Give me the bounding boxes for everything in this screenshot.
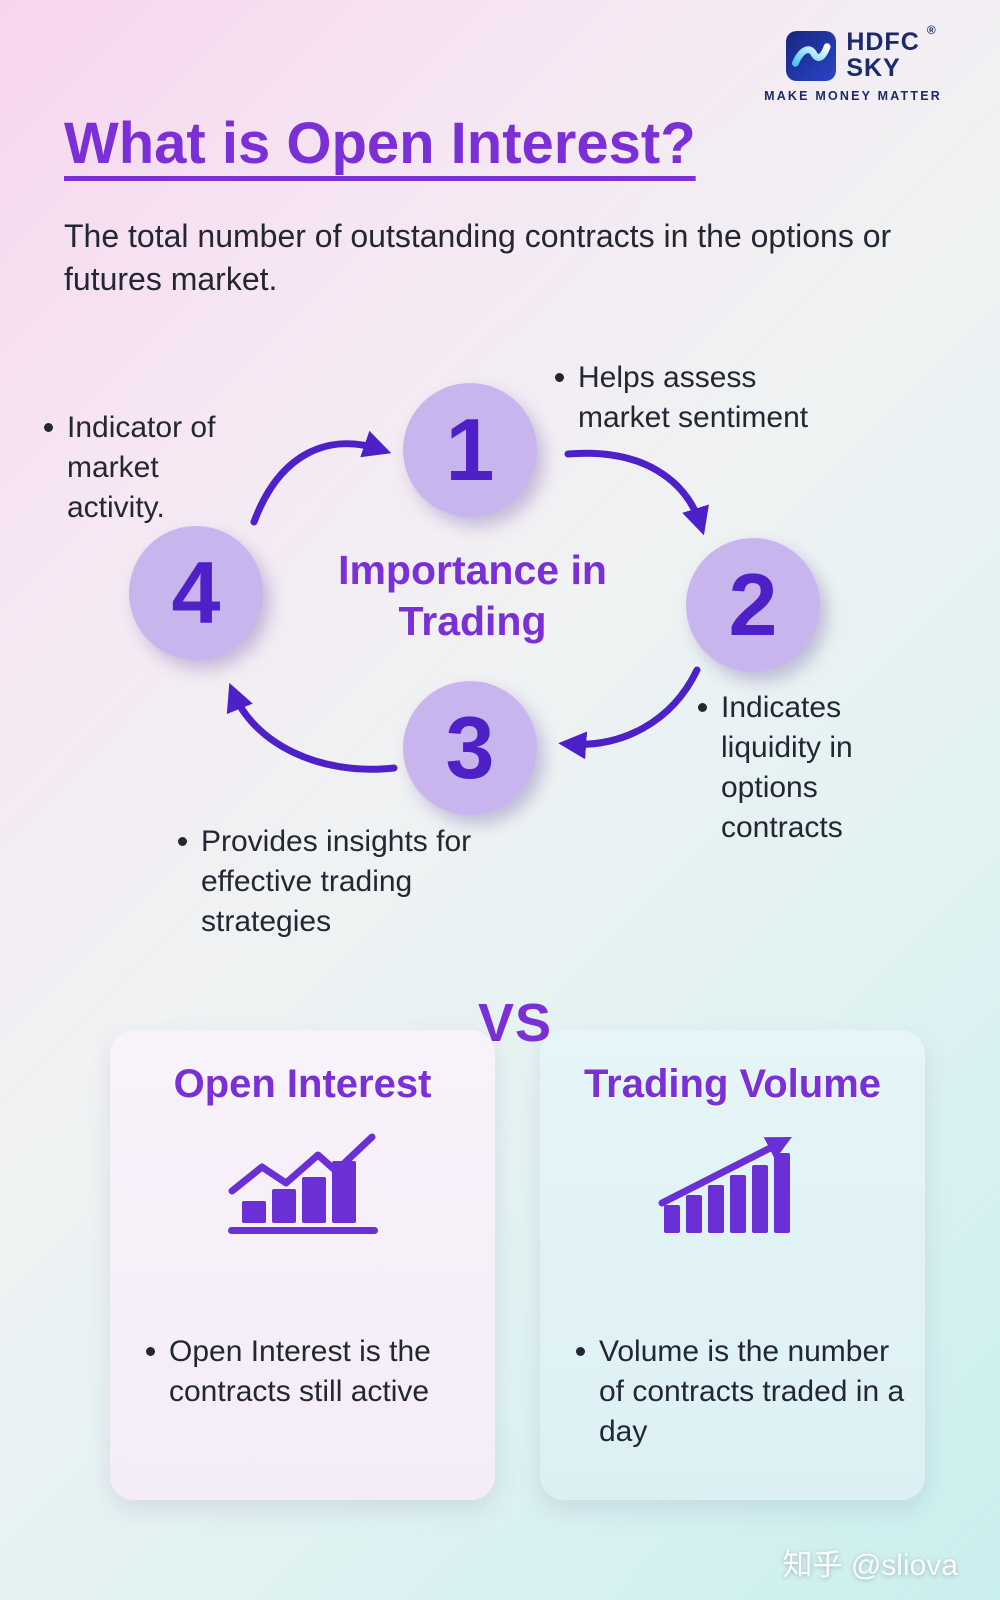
bullet-dot: [555, 373, 564, 382]
registered-mark: ®: [926, 23, 936, 37]
cycle-step-3-label: Provides insights for effective trading …: [201, 825, 472, 938]
bar-chart-zigzag-line-icon: [227, 1133, 378, 1234]
hdfc-sky-swoosh-icon: [786, 30, 837, 81]
cycle-step-4-label: Indicator of market activity.: [67, 411, 216, 524]
page-title: What is Open Interest?: [64, 111, 696, 176]
bullet-dot: [44, 423, 53, 432]
trading-volume-card: Trading Volume Volume is the number of c…: [540, 1030, 925, 1500]
cycle-step-2-label: Indicates liquidity in options contracts: [721, 691, 853, 844]
logo-wordmark: HDFC SKY ®: [846, 24, 935, 82]
open-interest-description: Open Interest is the contracts still act…: [146, 1332, 479, 1412]
cycle-center-title: Importance in Trading: [338, 547, 607, 645]
bar-chart-rising-arrow-icon: [658, 1137, 792, 1233]
cycle-step-2-number: 2: [728, 555, 778, 654]
open-interest-card: Open Interest Open Interest is the contr…: [110, 1030, 495, 1500]
trading-volume-description-text: Volume is the number of contracts traded…: [599, 1335, 905, 1448]
hdfc-sky-logo: HDFC SKY ® MAKE MONEY MATTER: [764, 24, 942, 103]
page-subtitle: The total number of outstanding contract…: [64, 218, 892, 298]
cycle-step-4-number: 4: [171, 543, 221, 642]
bullet-dot: [178, 837, 187, 846]
cycle-step-1-label: Helps assess market sentiment: [578, 361, 809, 434]
logo-row: HDFC SKY ®: [786, 24, 936, 82]
trading-volume-description: Volume is the number of contracts traded…: [576, 1332, 909, 1452]
cycle-step-1-number: 1: [445, 400, 495, 499]
cycle-step-4-circle: 4: [129, 526, 263, 660]
bullet-dot: [146, 1347, 155, 1356]
cycle-step-3-circle: 3: [403, 681, 537, 815]
watermark: 知乎 @sliova: [782, 1549, 959, 1582]
open-interest-description-text: Open Interest is the contracts still act…: [169, 1335, 431, 1408]
open-interest-card-title: Open Interest: [173, 1062, 432, 1106]
cycle-step-3-number: 3: [445, 698, 495, 797]
cycle-step-1-circle: 1: [403, 383, 537, 517]
cycle-step-3-note: Provides insights for effective trading …: [178, 822, 478, 942]
cycle-step-2-note: Indicates liquidity in options contracts: [698, 688, 908, 848]
cycle-step-1-note: Helps assess market sentiment: [555, 358, 855, 438]
logo-tagline: MAKE MONEY MATTER: [764, 89, 942, 103]
logo-text-hdfc: HDFC: [846, 28, 920, 56]
cycle-step-4-note: Indicator of market activity.: [44, 408, 239, 528]
bullet-dot: [698, 703, 707, 712]
bullet-dot: [576, 1347, 585, 1356]
logo-text-sky: SKY: [846, 53, 901, 82]
cycle-step-2-circle: 2: [686, 538, 820, 672]
trading-volume-card-title: Trading Volume: [583, 1062, 882, 1106]
